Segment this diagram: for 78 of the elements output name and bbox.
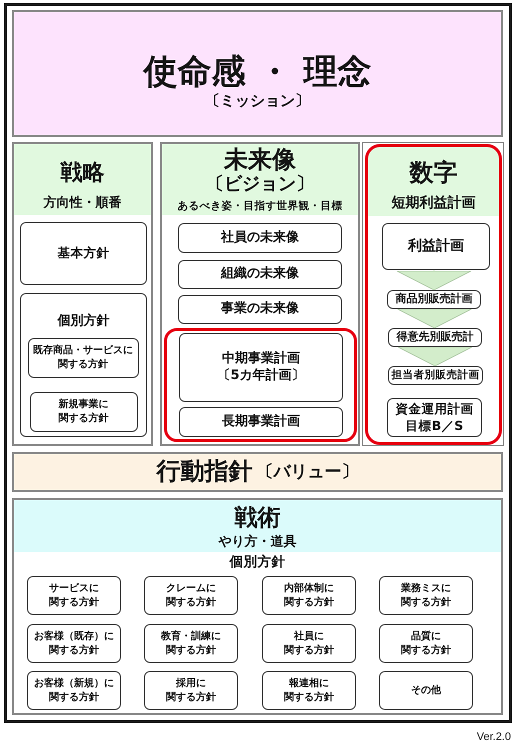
vision-card	[178, 223, 342, 253]
plan-text: 中期事業計画	[222, 350, 300, 368]
highlight-outline	[164, 328, 357, 442]
tactic-card	[144, 671, 238, 710]
plan-text: 資金運用計画	[396, 401, 474, 418]
group-heading: 個別方針	[58, 313, 110, 330]
chevron-arrow	[396, 270, 472, 290]
section-subtitle: やり方・道具	[218, 534, 296, 552]
tactic-text: クレームに関する方針	[166, 582, 216, 610]
tactic-text: 内部体制に関する方針	[284, 582, 334, 610]
tactic-text: 採用に関する方針	[166, 676, 216, 704]
chevron-arrow	[397, 308, 472, 328]
plan-card	[179, 333, 343, 402]
section-panel	[12, 498, 503, 715]
tactic-card	[379, 671, 473, 710]
tactic-card	[262, 671, 356, 710]
plan-card	[388, 366, 483, 385]
plan-text: 商品別販売計画	[396, 292, 472, 307]
plan-card	[179, 407, 343, 437]
tactic-card	[27, 624, 121, 663]
tactic-card	[144, 624, 238, 663]
policy-card	[20, 222, 147, 285]
column-subtitle: 方向性・順番	[44, 196, 122, 212]
plan-text: 担当者別販売計画	[392, 368, 480, 382]
mission-title: 使命感 ・ 理念	[144, 50, 372, 93]
vision-text: 社員の未来像	[221, 230, 299, 246]
column-subtitle: 〔ビジョン〕	[206, 172, 314, 196]
tactic-card	[379, 576, 473, 615]
column-subtitle: 短期利益計画	[392, 194, 476, 212]
band-subtitle: 〔バリュー〕	[256, 460, 358, 484]
column-title: 数字	[410, 157, 458, 188]
policy-card	[28, 338, 138, 378]
plan-card	[388, 328, 482, 347]
tactic-text: 社員に関する方針	[284, 630, 334, 658]
plan-text: 長期事業計画	[222, 414, 300, 430]
tactic-text: その他	[411, 684, 441, 697]
band-title: 行動指針	[156, 456, 252, 488]
policy-text: 新規事業に関する方針	[58, 398, 108, 426]
version-label: Ver.2.0	[476, 731, 511, 743]
policy-text: 基本方針	[58, 245, 110, 262]
tactic-card	[262, 624, 356, 663]
tactic-text: お客様（既存）に関する方針	[34, 630, 114, 658]
tactic-card	[144, 576, 238, 615]
vision-card	[178, 295, 342, 324]
column-panel	[12, 142, 153, 446]
tactic-text: お客様（新規）に関する方針	[34, 676, 114, 704]
policy-text: 既存商品・サービスに関する方針	[33, 344, 133, 372]
plan-subtext: 〔5カ年計画〕	[217, 368, 305, 384]
column-title: 未来像	[224, 144, 296, 174]
policy-card	[30, 392, 138, 432]
chevron-arrow	[398, 346, 472, 366]
vision-text: 事業の未来像	[221, 301, 299, 318]
tactic-card	[379, 624, 473, 663]
plan-card	[382, 223, 490, 270]
tactic-text: 報連相に関する方針	[284, 676, 334, 704]
column-panel	[160, 142, 360, 446]
plan-text: 得意先別販売計	[396, 330, 474, 345]
mission-subtitle: 〔ミッション〕	[205, 91, 310, 111]
tactic-text: 品質に関する方針	[401, 630, 451, 658]
tactic-card	[27, 671, 121, 710]
vision-card	[178, 260, 342, 289]
tactic-card	[262, 576, 356, 615]
heading-panel	[12, 10, 503, 137]
plan-card	[387, 398, 482, 437]
column-tagline: あるべき姿・目指す世界観・目標	[178, 200, 342, 214]
policy-group-card	[20, 293, 147, 437]
plan-card	[387, 290, 481, 309]
heading-band	[12, 452, 503, 492]
tactic-card	[27, 576, 121, 615]
target-text: 目標B／S	[406, 418, 464, 434]
plan-text: 利益計画	[408, 237, 464, 256]
tactic-text: 業務ミスに関する方針	[401, 582, 451, 610]
tactic-text: 教育・訓練に関する方針	[161, 630, 221, 658]
column-title: 戦略	[60, 160, 104, 188]
vision-text: 組織の未来像	[221, 266, 299, 283]
group-heading: 個別方針	[230, 554, 286, 572]
section-title: 戦術	[234, 504, 280, 534]
tactic-text: サービスに関する方針	[49, 582, 99, 610]
